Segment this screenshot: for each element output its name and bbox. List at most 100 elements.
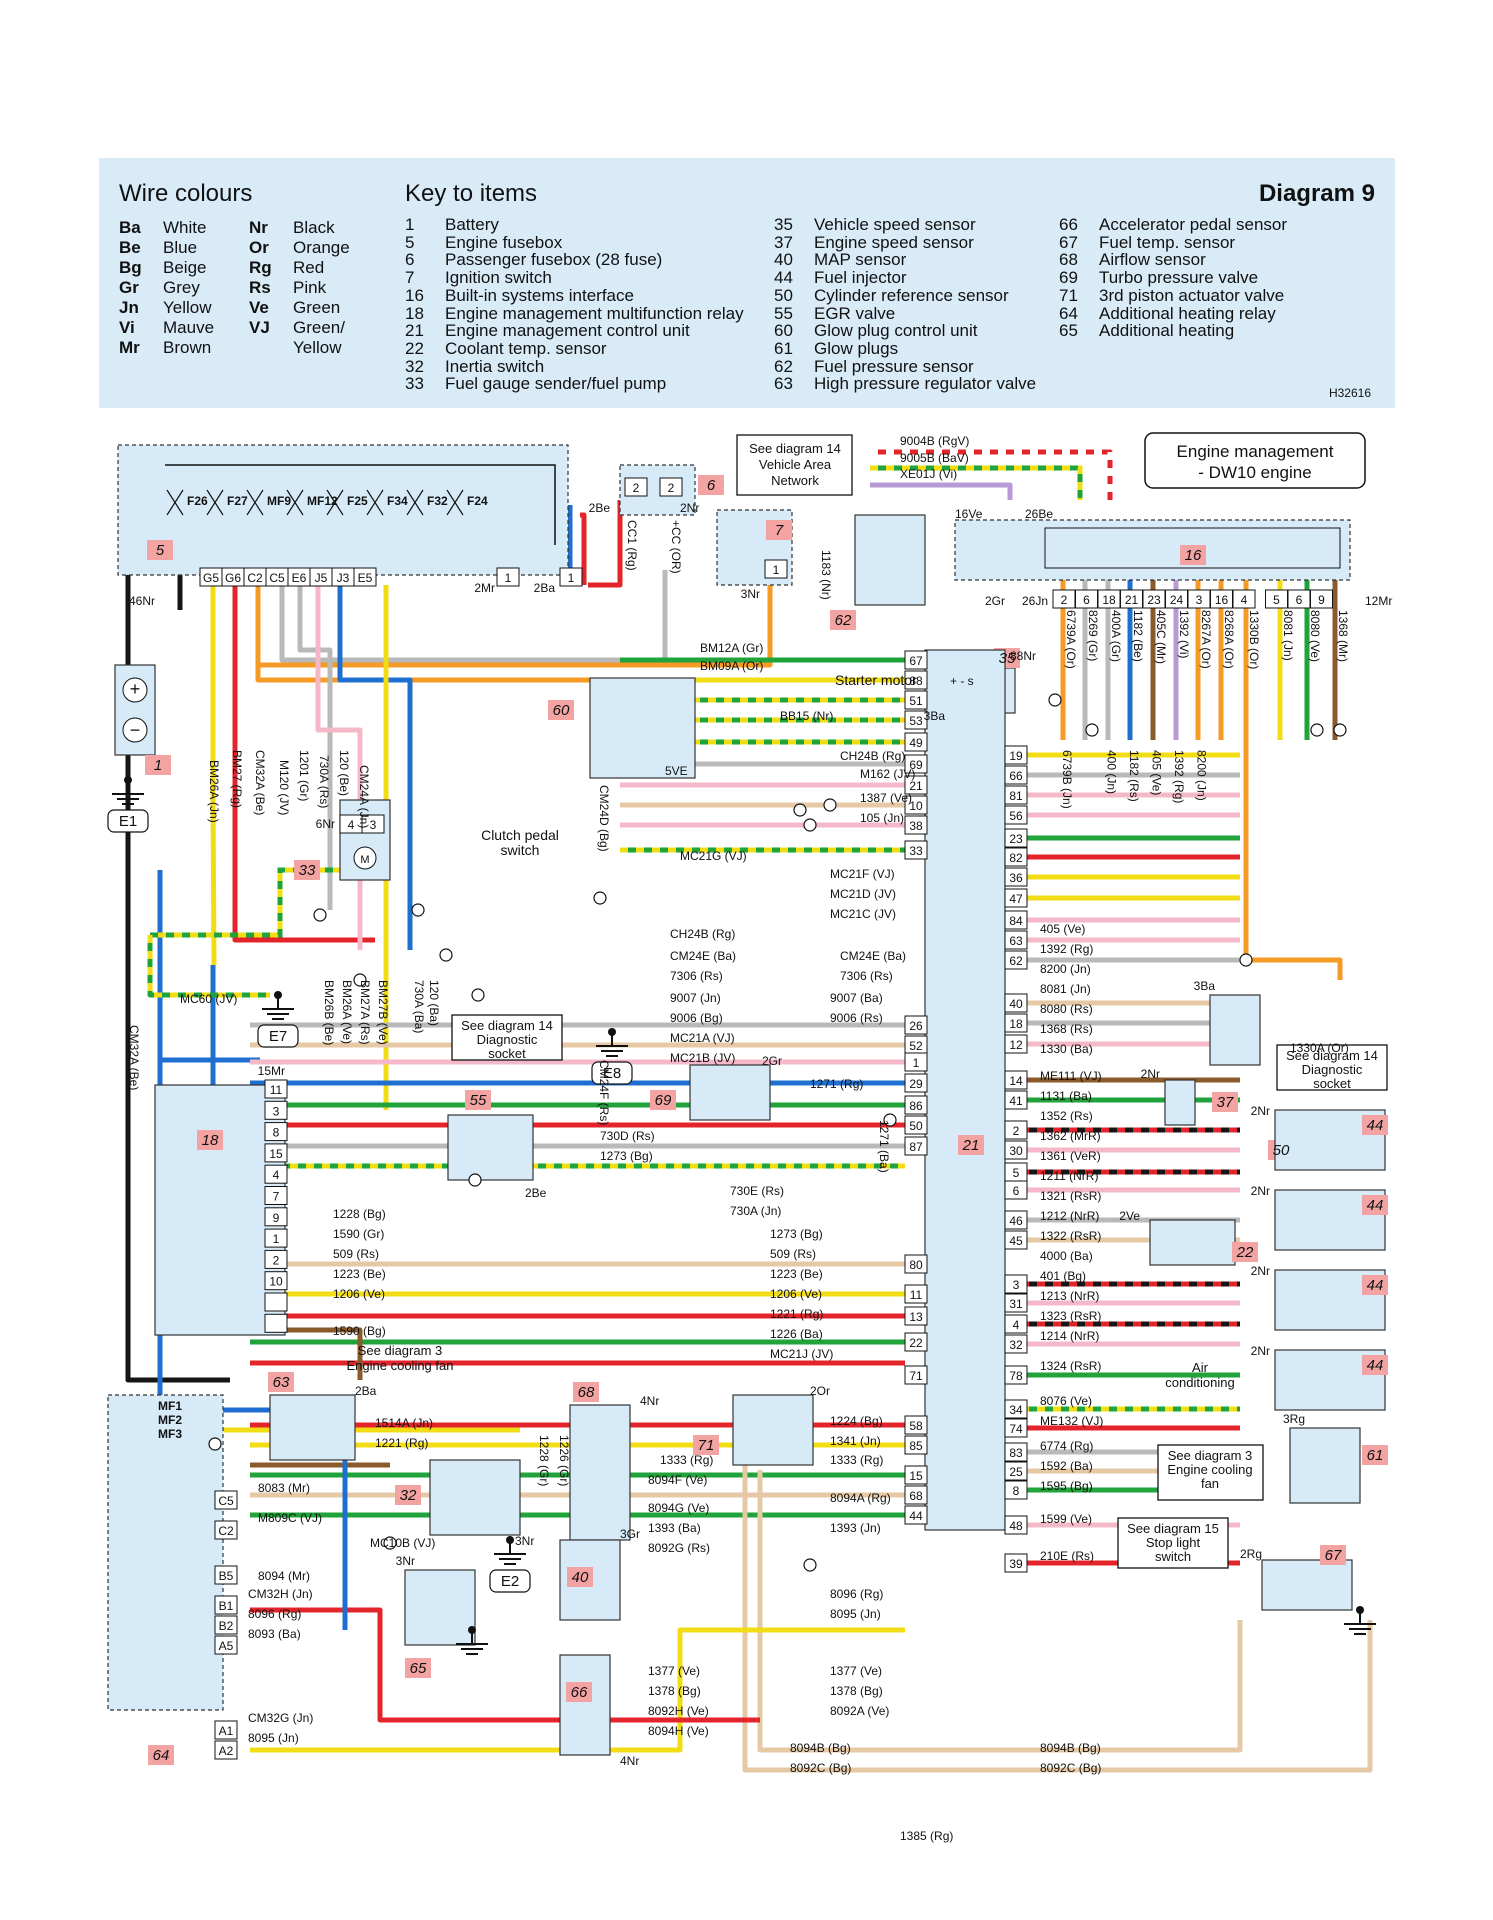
pin-number: 40 (1009, 997, 1023, 1011)
pin (1004, 1090, 1028, 1110)
wire-colour-name: Green/ (293, 318, 345, 337)
pin (1310, 589, 1333, 609)
splice-node (803, 1558, 817, 1572)
item-badge (1212, 1092, 1238, 1112)
glow-plug-control-unit (589, 677, 696, 779)
wire-label: 730D (Rs) (600, 1129, 655, 1143)
wire-label: 1378 (Bg) (830, 1684, 883, 1698)
wire-label: 1392 (Vi) (1177, 610, 1191, 658)
pin (214, 1740, 238, 1760)
wire-label: 1393 (Jn) (830, 1521, 881, 1535)
wire-label: BM27A (Rs) (358, 980, 372, 1045)
diag-socket-note-left (451, 1014, 563, 1061)
pin (1004, 1418, 1028, 1438)
wire-colour-code: Jn (119, 298, 139, 317)
connector-label: 26Be (1025, 507, 1053, 521)
pin (1004, 1013, 1028, 1033)
wire-colour-name: Pink (293, 278, 327, 297)
wire-label: 1323 (RsR) (1040, 1309, 1101, 1323)
connector-label: 12Mr (1365, 594, 1392, 608)
wire-label: 1213 (NrR) (1040, 1289, 1099, 1303)
wire-colour-code: Gr (119, 278, 139, 297)
pin-number: 26 (909, 1019, 923, 1033)
wire-label: 1228 (Gr) (537, 1435, 551, 1486)
wire-label: 9007 (Ba) (830, 991, 883, 1005)
wire-label: 8081 (Jn) (1040, 982, 1091, 996)
wire-colour-entry: Yellow (249, 338, 342, 358)
wire-label: 1221 (Rg) (770, 1307, 823, 1321)
wire-label: 1333 (Rg) (830, 1453, 883, 1467)
wire-label: 8094 (Mr) (258, 1569, 310, 1583)
pin-number: 2 (1013, 1124, 1020, 1138)
item-number: 37 (1217, 1094, 1234, 1111)
wire-label: 1590 (Bg) (333, 1324, 386, 1338)
wire-label: 9004B (RgV) (900, 434, 969, 448)
wire (742, 1460, 1373, 1773)
wire-label: 1352 (Rs) (1040, 1109, 1093, 1123)
pin (214, 1490, 238, 1510)
pin (904, 1465, 928, 1485)
item-badge (1362, 1445, 1388, 1465)
stop-light-note (1117, 1517, 1229, 1569)
item-badge (958, 1135, 984, 1155)
pin (1004, 1314, 1028, 1334)
pin (1004, 1461, 1028, 1481)
pin (1004, 1120, 1028, 1140)
item-number: 22 (1236, 1244, 1254, 1261)
wire-label: ME111 (VJ) (1040, 1069, 1102, 1083)
pin-number: 2 (1061, 593, 1068, 607)
item-badge (395, 1485, 421, 1505)
pin (264, 1207, 288, 1227)
ground-symbol (112, 780, 144, 805)
key-item-text: Ignition switch (445, 268, 552, 288)
pin-number: 83 (1009, 1446, 1023, 1460)
pin-number: 33 (909, 844, 923, 858)
key-item-text: High pressure regulator valve (814, 374, 1037, 394)
key-item-text: Fuel temp. sensor (1099, 232, 1236, 252)
pin (264, 1143, 288, 1163)
key-item-number: 35 (774, 215, 793, 234)
wire-colour-code: Mr (119, 338, 140, 357)
wire-label: 1324 (RsR) (1040, 1359, 1101, 1373)
wire-label: 1341 (Jn) (830, 1434, 881, 1448)
pin-number: 49 (909, 736, 923, 750)
splice-node (883, 1113, 897, 1127)
pin (1004, 1140, 1028, 1160)
key-item-text: Coolant temp. sensor (445, 338, 607, 358)
wire-label: 1223 (Be) (333, 1267, 386, 1281)
fuse-symbol (166, 489, 184, 516)
wire-label: MC21A (VJ) (670, 1031, 735, 1045)
item-number: 65 (410, 1660, 427, 1677)
pin (904, 1306, 928, 1326)
connector-label: 4Nr (640, 1394, 659, 1408)
wire-colour-code: Ba (119, 218, 141, 237)
key-item-text: 3rd piston actuator valve (1099, 285, 1285, 305)
item-badge (147, 540, 173, 560)
connector-label: 3Gr (620, 1527, 640, 1541)
pin-number: 29 (909, 1077, 923, 1091)
connector-label: 3Ba (1194, 979, 1216, 993)
pin-number: 63 (1009, 934, 1023, 948)
splice-node (208, 1437, 222, 1451)
connector-label: 2Nr (1251, 1104, 1270, 1118)
connector-label: 2Nr (1141, 1067, 1160, 1081)
pin (904, 754, 928, 774)
splice-node (1333, 723, 1347, 737)
wire-colour-name: Red (293, 258, 325, 277)
pin (1004, 785, 1028, 805)
wire-stripe (870, 465, 1083, 500)
key-item-text: Additional heating relay (1099, 303, 1276, 323)
fuse-label: F26 (187, 494, 208, 508)
pin-number: 18 (1102, 593, 1116, 607)
key-item-number: 1 (405, 215, 415, 234)
item-number: 69 (655, 1092, 672, 1109)
wire-colour-name: Blue (163, 238, 198, 257)
wire-label: 8096 (Rg) (248, 1607, 301, 1621)
